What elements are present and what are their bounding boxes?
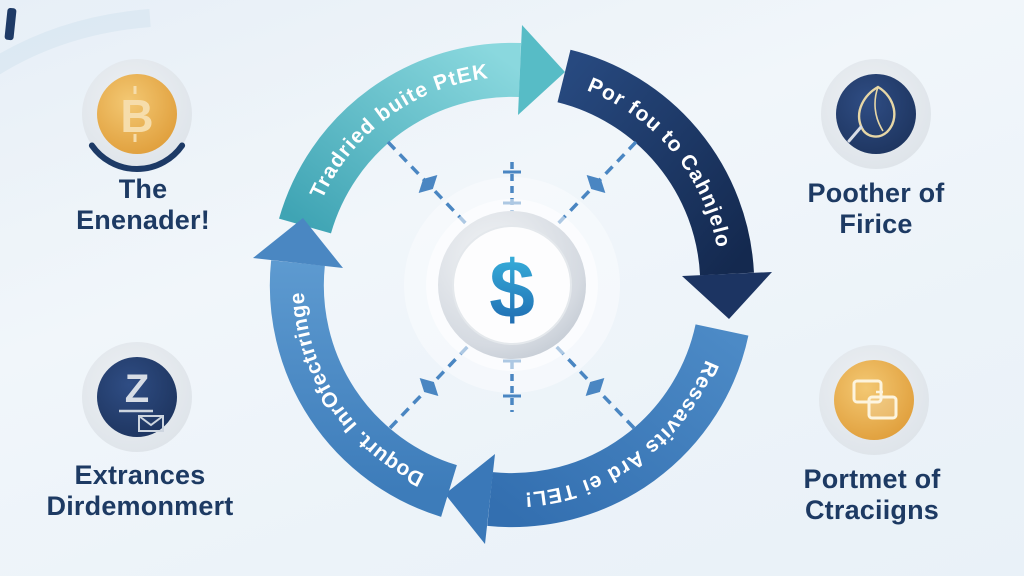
diamond-arrow-bottom-right (585, 377, 605, 397)
label-top-right: Poother of Firice (756, 178, 996, 241)
hub-inner-disc (452, 225, 572, 345)
z-letter-glyph: Z (125, 367, 149, 411)
label-bottom-right-line2: Ctraciigns (804, 495, 940, 526)
icon-navy-swoosh (88, 142, 186, 173)
decor-corner-tick (4, 7, 17, 41)
dollar-symbol-icon: $ (489, 245, 535, 336)
label-bottom-right: Portmet of Ctraciigns (742, 464, 1002, 527)
label-top-right-line2: Firice (839, 209, 913, 240)
leaf-vein (874, 86, 884, 132)
leaf-outline (857, 85, 896, 138)
icon-disc (834, 360, 914, 440)
cycle-arrowhead-right (682, 272, 772, 319)
diamond-arrow-top-right (586, 174, 606, 194)
icon-disc (97, 74, 177, 154)
dashed-line-top-left (386, 140, 475, 233)
coin-b-icon: B (82, 59, 192, 173)
coin-letter-glyph: B (120, 90, 153, 142)
label-top-left-line1: The (118, 174, 168, 204)
stacked-cards-icon (819, 345, 929, 455)
decor-brush-stroke (0, 9, 151, 75)
doc-envelope (138, 415, 164, 432)
leaf-stem-line (847, 125, 863, 143)
label-top-right-line1: Poother of (807, 178, 945, 208)
diamond-arrow-top-left (418, 174, 438, 194)
label-top-left: The Enenader! (13, 174, 273, 237)
label-bottom-left-line1: Extrances (74, 460, 206, 490)
dashed-line-top-right (549, 140, 638, 233)
label-top-left-line2: Enenader! (76, 205, 210, 236)
leaf-sketch-icon (821, 59, 931, 169)
diamond-arrow-bottom-left (419, 377, 439, 397)
cycle-arrowhead-top (518, 25, 565, 115)
label-bottom-left-line2: Dirdemonmert (46, 491, 234, 522)
label-bottom-right-line1: Portmet of (803, 464, 941, 494)
cycle-arrowhead-bottom (445, 454, 495, 544)
cycle-arrowhead-left (253, 218, 343, 268)
z-document-icon: Z (82, 342, 192, 452)
label-bottom-left: Extrances Dirdemonmert (10, 460, 270, 523)
card-front (867, 395, 898, 420)
center-hub: $ (426, 199, 598, 371)
